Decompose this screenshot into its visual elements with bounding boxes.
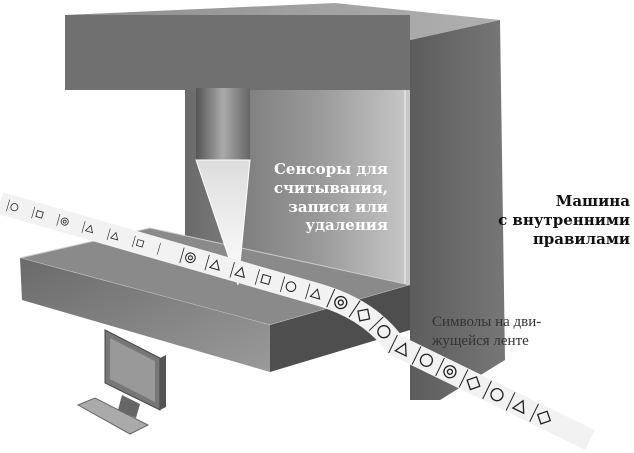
tape-symbol-target <box>179 247 196 264</box>
sensor-cone <box>195 159 251 286</box>
base-front-face <box>20 258 270 372</box>
sensors-label-line: записи или <box>288 197 388 216</box>
computer-icon <box>76 329 166 435</box>
tape-symbol-circle <box>411 346 434 367</box>
machine-front-face <box>65 15 410 90</box>
tape-symbol-triangle <box>388 334 407 358</box>
machine-label-line: Машина <box>555 192 630 210</box>
tape-symbol-square <box>254 269 272 286</box>
tape-symbol-triangle <box>204 254 220 271</box>
tape-symbol-triangle <box>305 283 321 300</box>
machine-label-line: правилами <box>532 229 630 248</box>
tape-symbol-diamond <box>458 369 481 391</box>
machine-side-face <box>410 20 505 400</box>
tape-symbol-blank <box>156 242 161 255</box>
sensors-label-line: Сенсоры для <box>273 160 388 178</box>
tape-symbol-target <box>435 357 457 379</box>
tape-symbol-circle <box>6 199 19 212</box>
base-side-face <box>270 285 410 372</box>
tape-symbol-diamond <box>529 403 552 425</box>
tape-symbol-triangle <box>229 261 245 279</box>
tape-symbol-triangle <box>505 392 525 415</box>
keyboard-icon <box>76 397 150 435</box>
sensors-label-line: считывания, <box>273 178 388 197</box>
machine-label-line: с внутренними <box>498 210 630 229</box>
tape-label: Символы на дви- жущейся ленте <box>432 313 632 351</box>
tape-symbol-target <box>56 213 69 226</box>
sensor-cylinder <box>196 88 250 160</box>
tape-symbol-diamond <box>348 300 371 322</box>
sensors-label: Сенсоры для считывания, записи или удале… <box>250 160 388 235</box>
tape-label-line: Символы на дви- <box>432 314 542 330</box>
tape-symbol-circle <box>482 380 504 402</box>
tape-symbol-circle <box>279 276 297 293</box>
sensors-label-line: удаления <box>305 216 388 235</box>
tape-symbol-circle <box>368 316 391 339</box>
tape-symbol-square <box>31 206 44 219</box>
tape-symbols <box>6 199 552 425</box>
tape-symbol-triangle <box>106 228 119 241</box>
tape-symbol-triangle <box>81 221 93 234</box>
tape-label-line: жущейся ленте <box>432 332 529 349</box>
tape-symbol-target <box>326 288 348 310</box>
machine-label: Машина с внутренними правилами <box>470 192 630 248</box>
tape-symbol-square <box>131 235 145 248</box>
